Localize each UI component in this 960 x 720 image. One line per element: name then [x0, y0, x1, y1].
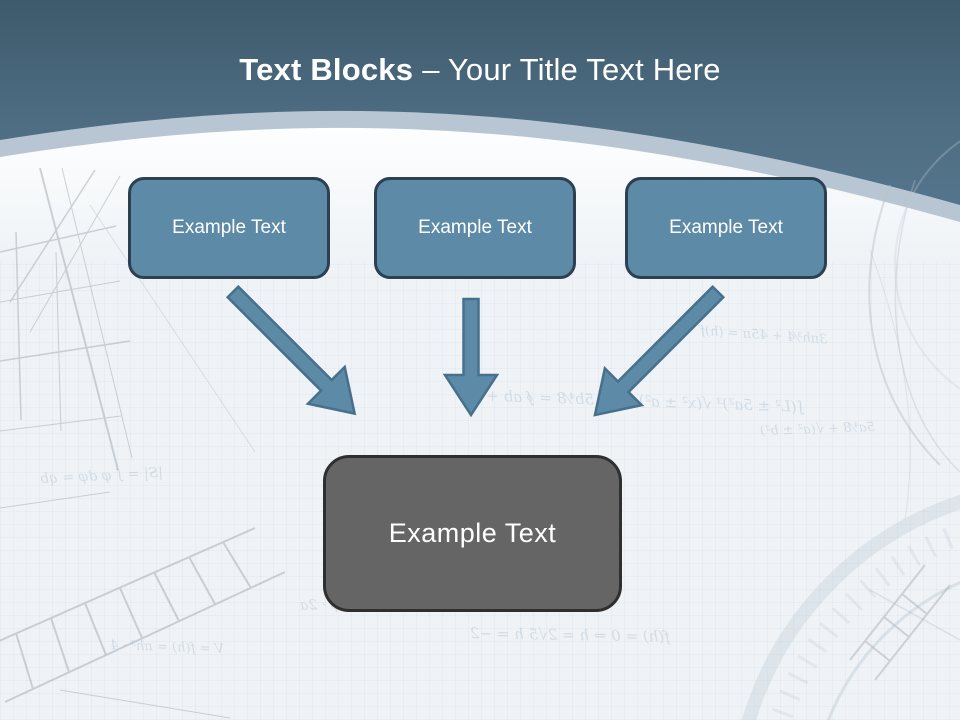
slide-title-regular: – Your Title Text Here [422, 52, 721, 87]
top-right-arc-sketch [894, 140, 960, 390]
arrow-down-left-icon [593, 284, 726, 417]
result-block: Example Text [323, 455, 622, 612]
text-block-2-label: Example Text [418, 217, 532, 238]
text-block-3: Example Text [625, 177, 827, 279]
text-block-1-label: Example Text [172, 217, 286, 238]
left-sketch [0, 167, 256, 509]
slide-title-bold: Text Blocks [239, 52, 414, 87]
arrow-down-icon [442, 297, 500, 418]
text-block-3-label: Example Text [669, 217, 783, 238]
right-sketch [868, 179, 960, 521]
text-block-2: Example Text [374, 177, 576, 279]
result-block-label: Example Text [388, 518, 557, 548]
protractor-sketch [741, 494, 960, 720]
text-block-1: Example Text [128, 177, 330, 279]
small-ladder-sketch [849, 564, 951, 681]
arrow-down-right-icon [225, 284, 357, 416]
slide-title: Text Blocks– Your Title Text Here [0, 52, 960, 88]
ladder-sketch [0, 527, 286, 719]
